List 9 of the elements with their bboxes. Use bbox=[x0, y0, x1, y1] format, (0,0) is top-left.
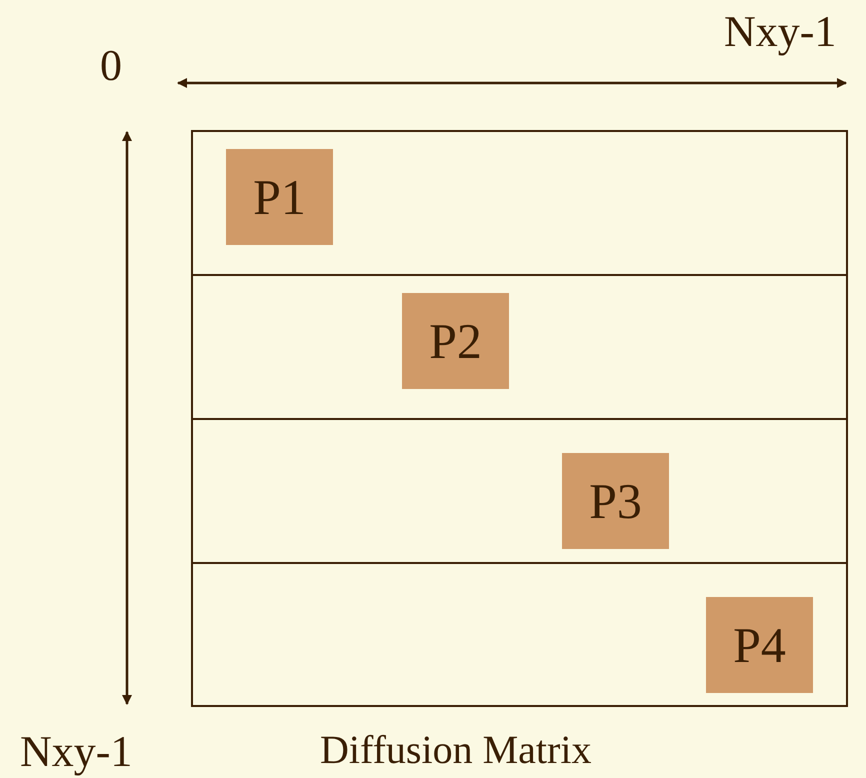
axis-label: 0 bbox=[100, 44, 122, 88]
partition-block: P3 bbox=[562, 453, 669, 549]
partition-block: P4 bbox=[706, 597, 813, 693]
partition-block: P2 bbox=[402, 293, 509, 389]
axis-label: Nxy-1 bbox=[20, 730, 132, 774]
axis-label: Nxy-1 bbox=[724, 10, 836, 54]
caption: Diffusion Matrix bbox=[320, 730, 592, 770]
matrix-grid bbox=[191, 130, 848, 707]
partition-block: P1 bbox=[226, 149, 333, 245]
